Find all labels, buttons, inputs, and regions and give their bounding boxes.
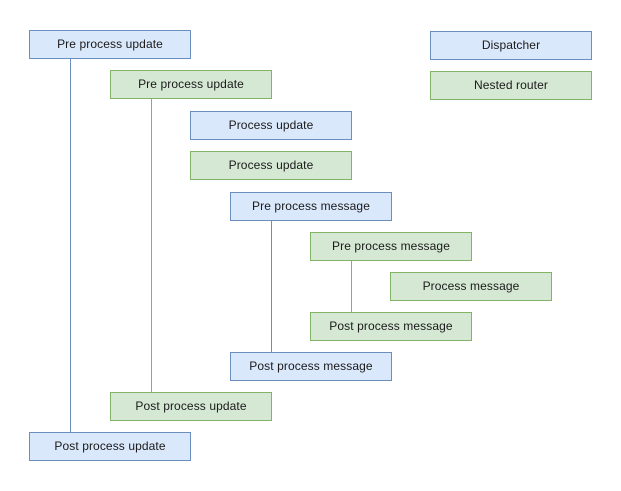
legend-item-nested-router: Nested router	[430, 71, 592, 100]
node-pre-process-update-nested-router[interactable]: Pre process update	[110, 70, 272, 99]
node-post-process-message-nested-router[interactable]: Post process message	[310, 312, 472, 341]
edge-dispatcher-update-span	[70, 59, 71, 432]
node-pre-process-message-nested-router[interactable]: Pre process message	[310, 232, 472, 261]
node-post-process-update-nested-router[interactable]: Post process update	[110, 392, 272, 421]
node-process-message-nested-router[interactable]: Process message	[390, 272, 552, 301]
node-process-update-dispatcher[interactable]: Process update	[190, 111, 352, 140]
edge-nested-router-update-span	[151, 99, 152, 392]
node-pre-process-update-dispatcher[interactable]: Pre process update	[29, 30, 191, 59]
node-post-process-update-dispatcher[interactable]: Post process update	[29, 432, 191, 461]
edge-dispatcher-message-span	[271, 221, 272, 352]
node-pre-process-message-dispatcher[interactable]: Pre process message	[230, 192, 392, 221]
node-process-update-nested-router[interactable]: Process update	[190, 151, 352, 180]
node-post-process-message-dispatcher[interactable]: Post process message	[230, 352, 392, 381]
legend-item-dispatcher: Dispatcher	[430, 31, 592, 60]
edge-nested-router-message-span	[351, 261, 352, 312]
